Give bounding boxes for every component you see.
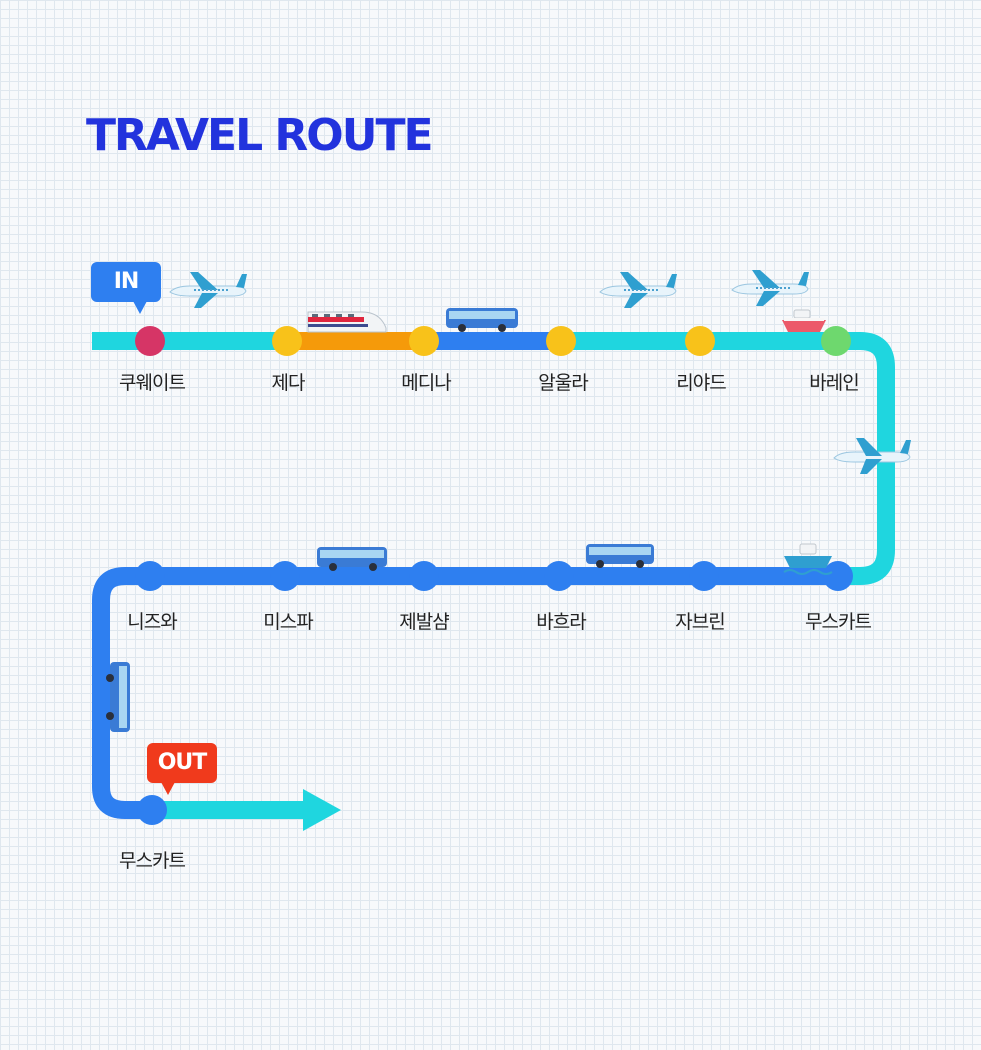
stop-label-jebel-shams: 제발샴 xyxy=(399,611,449,633)
route-exit-arrowhead xyxy=(303,789,341,831)
stop-dot-medina xyxy=(409,326,439,356)
bus-icon xyxy=(586,544,654,568)
stop-label-riyadh: 리야드 xyxy=(676,372,726,394)
stop-label-misfah: 미스파 xyxy=(263,611,313,633)
airplane-icon xyxy=(731,270,809,306)
stop-dot-bahrain xyxy=(821,326,851,356)
stop-label-jabrin: 자브린 xyxy=(675,611,725,633)
stop-label-muscat: 무스카트 xyxy=(805,611,872,633)
stop-label-nizwa: 니즈와 xyxy=(127,611,177,633)
stop-label-kuwait: 쿠웨이트 xyxy=(119,372,186,394)
stop-dot-muscat-final xyxy=(137,795,167,825)
stop-label-alula: 알울라 xyxy=(538,372,588,394)
stop-dot-kuwait xyxy=(135,326,165,356)
stop-label-muscat-final: 무스카트 xyxy=(119,850,186,872)
in-tag: IN xyxy=(91,262,161,314)
bus-icon xyxy=(317,547,387,571)
airplane-icon xyxy=(599,272,677,308)
ship-icon xyxy=(782,309,826,332)
airplane-icon xyxy=(169,272,247,308)
stop-label-jeddah: 제다 xyxy=(271,372,306,394)
route-segment-muscat-nizwa-muscat xyxy=(92,567,838,819)
stop-dot-misfah xyxy=(270,561,300,591)
page-title: TRAVEL ROUTE xyxy=(86,110,434,161)
ship-icon xyxy=(783,543,833,575)
bus-icon xyxy=(446,308,518,332)
out-tag: OUT xyxy=(147,743,217,795)
train-icon xyxy=(307,311,387,333)
stop-dot-jeddah xyxy=(272,326,302,356)
stop-dot-jebel-shams xyxy=(409,561,439,591)
stop-dot-bahla xyxy=(544,561,574,591)
stop-dot-riyadh xyxy=(685,326,715,356)
bus-icon xyxy=(106,662,130,732)
stop-label-bahla: 바흐라 xyxy=(536,611,586,633)
stop-dot-alula xyxy=(546,326,576,356)
stop-dot-nizwa xyxy=(135,561,165,591)
stop-label-medina: 메디나 xyxy=(401,372,451,394)
airplane-icon xyxy=(833,438,911,474)
stop-dot-muscat xyxy=(823,561,853,591)
stop-label-bahrain: 바레인 xyxy=(809,372,859,394)
stop-dot-jabrin xyxy=(689,561,719,591)
